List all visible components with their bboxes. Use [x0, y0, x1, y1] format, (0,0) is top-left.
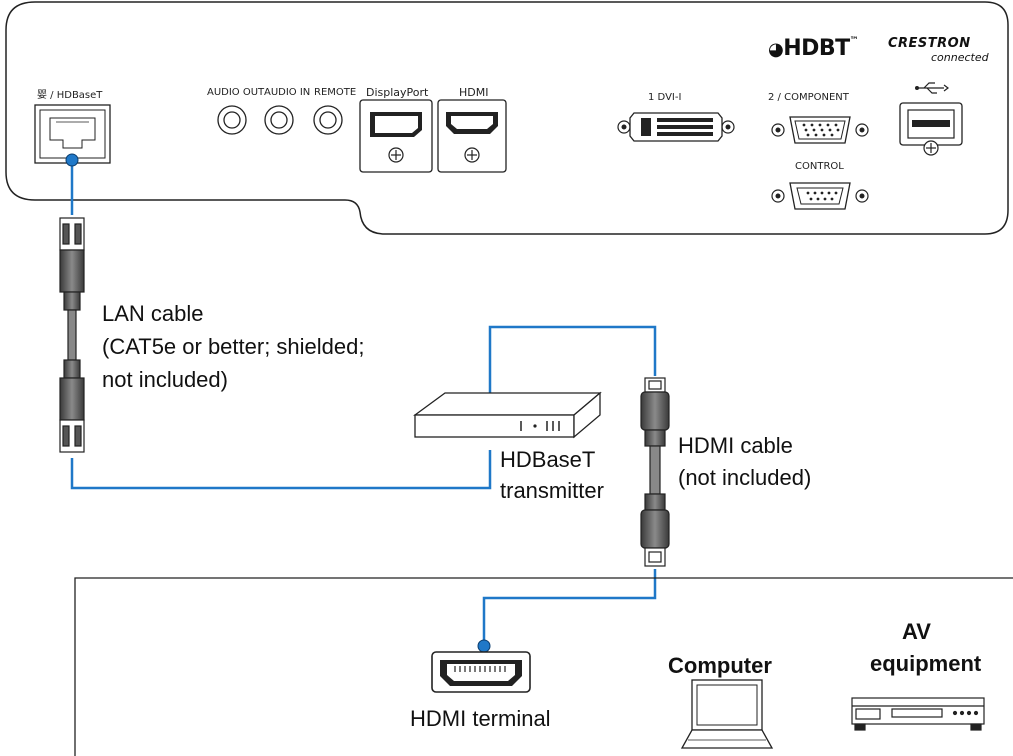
- component-label: 2 / COMPONENT: [768, 92, 849, 103]
- audio-in-label: AUDIO IN: [264, 87, 311, 98]
- transmitter-label-1: HDBaseT: [500, 447, 596, 472]
- av-equipment-label-2: equipment: [870, 651, 982, 676]
- dvi-port: [617, 112, 735, 142]
- av-equipment-icon: [851, 697, 985, 731]
- lan-cable: [59, 217, 85, 453]
- hdbaset-logo-tm: ™: [849, 36, 859, 46]
- hdbaset-transmitter: [413, 391, 602, 439]
- audio-in-jack: [264, 105, 294, 135]
- computer-label: Computer: [668, 653, 772, 678]
- control-port: [771, 182, 869, 210]
- lan-cable-label-2: (CAT5e or better; shielded;: [102, 334, 365, 359]
- laptop-icon: [680, 679, 774, 749]
- component-port: [771, 116, 869, 144]
- crestron-logo-sub: connected: [931, 51, 989, 64]
- audio-out-jack: [217, 105, 247, 135]
- lan-cable-label-3: not included): [102, 367, 228, 392]
- lan-cable-label-1: LAN cable: [102, 301, 204, 326]
- hdmi-cable-label-2: (not included): [678, 465, 812, 490]
- control-label: CONTROL: [795, 161, 844, 172]
- audio-out-label: AUDIO OUT: [207, 87, 265, 98]
- hdmi-terminal-dot: [477, 639, 491, 653]
- hdmi-port: [437, 99, 507, 173]
- hdmi-terminal-label: HDMI terminal: [410, 706, 551, 731]
- cable-lines: [70, 162, 657, 642]
- projector-panel-outline: [5, 1, 1009, 235]
- displayport-connector: [359, 99, 433, 173]
- remote-jack: [313, 105, 343, 135]
- usb-port: [899, 82, 963, 156]
- hdbaset-logo-text: HDBT: [783, 36, 850, 61]
- hdbaset-logo-mark: ◕: [768, 39, 784, 60]
- transmitter-label-2: transmitter: [500, 478, 604, 503]
- remote-label: REMOTE: [314, 87, 357, 98]
- hdbaset-port-label: 婴 / HDBaseT: [37, 90, 103, 101]
- hdmi-cable: [640, 377, 670, 567]
- hdbaset-port-dot: [65, 153, 79, 167]
- hdmi-cable-label-1: HDMI cable: [678, 433, 793, 458]
- av-equipment-label-1: AV: [902, 619, 931, 644]
- dvi-label: 1 DVI-I: [648, 92, 682, 103]
- hdmi-port-label: HDMI: [459, 86, 489, 99]
- hdbaset-logo: ◕HDBT™: [768, 36, 859, 61]
- source-area-bracket: [74, 577, 1013, 756]
- hdmi-terminal-icon: [431, 651, 531, 693]
- displayport-label: DisplayPort: [366, 86, 429, 99]
- crestron-logo: CRESTRON: [888, 36, 971, 51]
